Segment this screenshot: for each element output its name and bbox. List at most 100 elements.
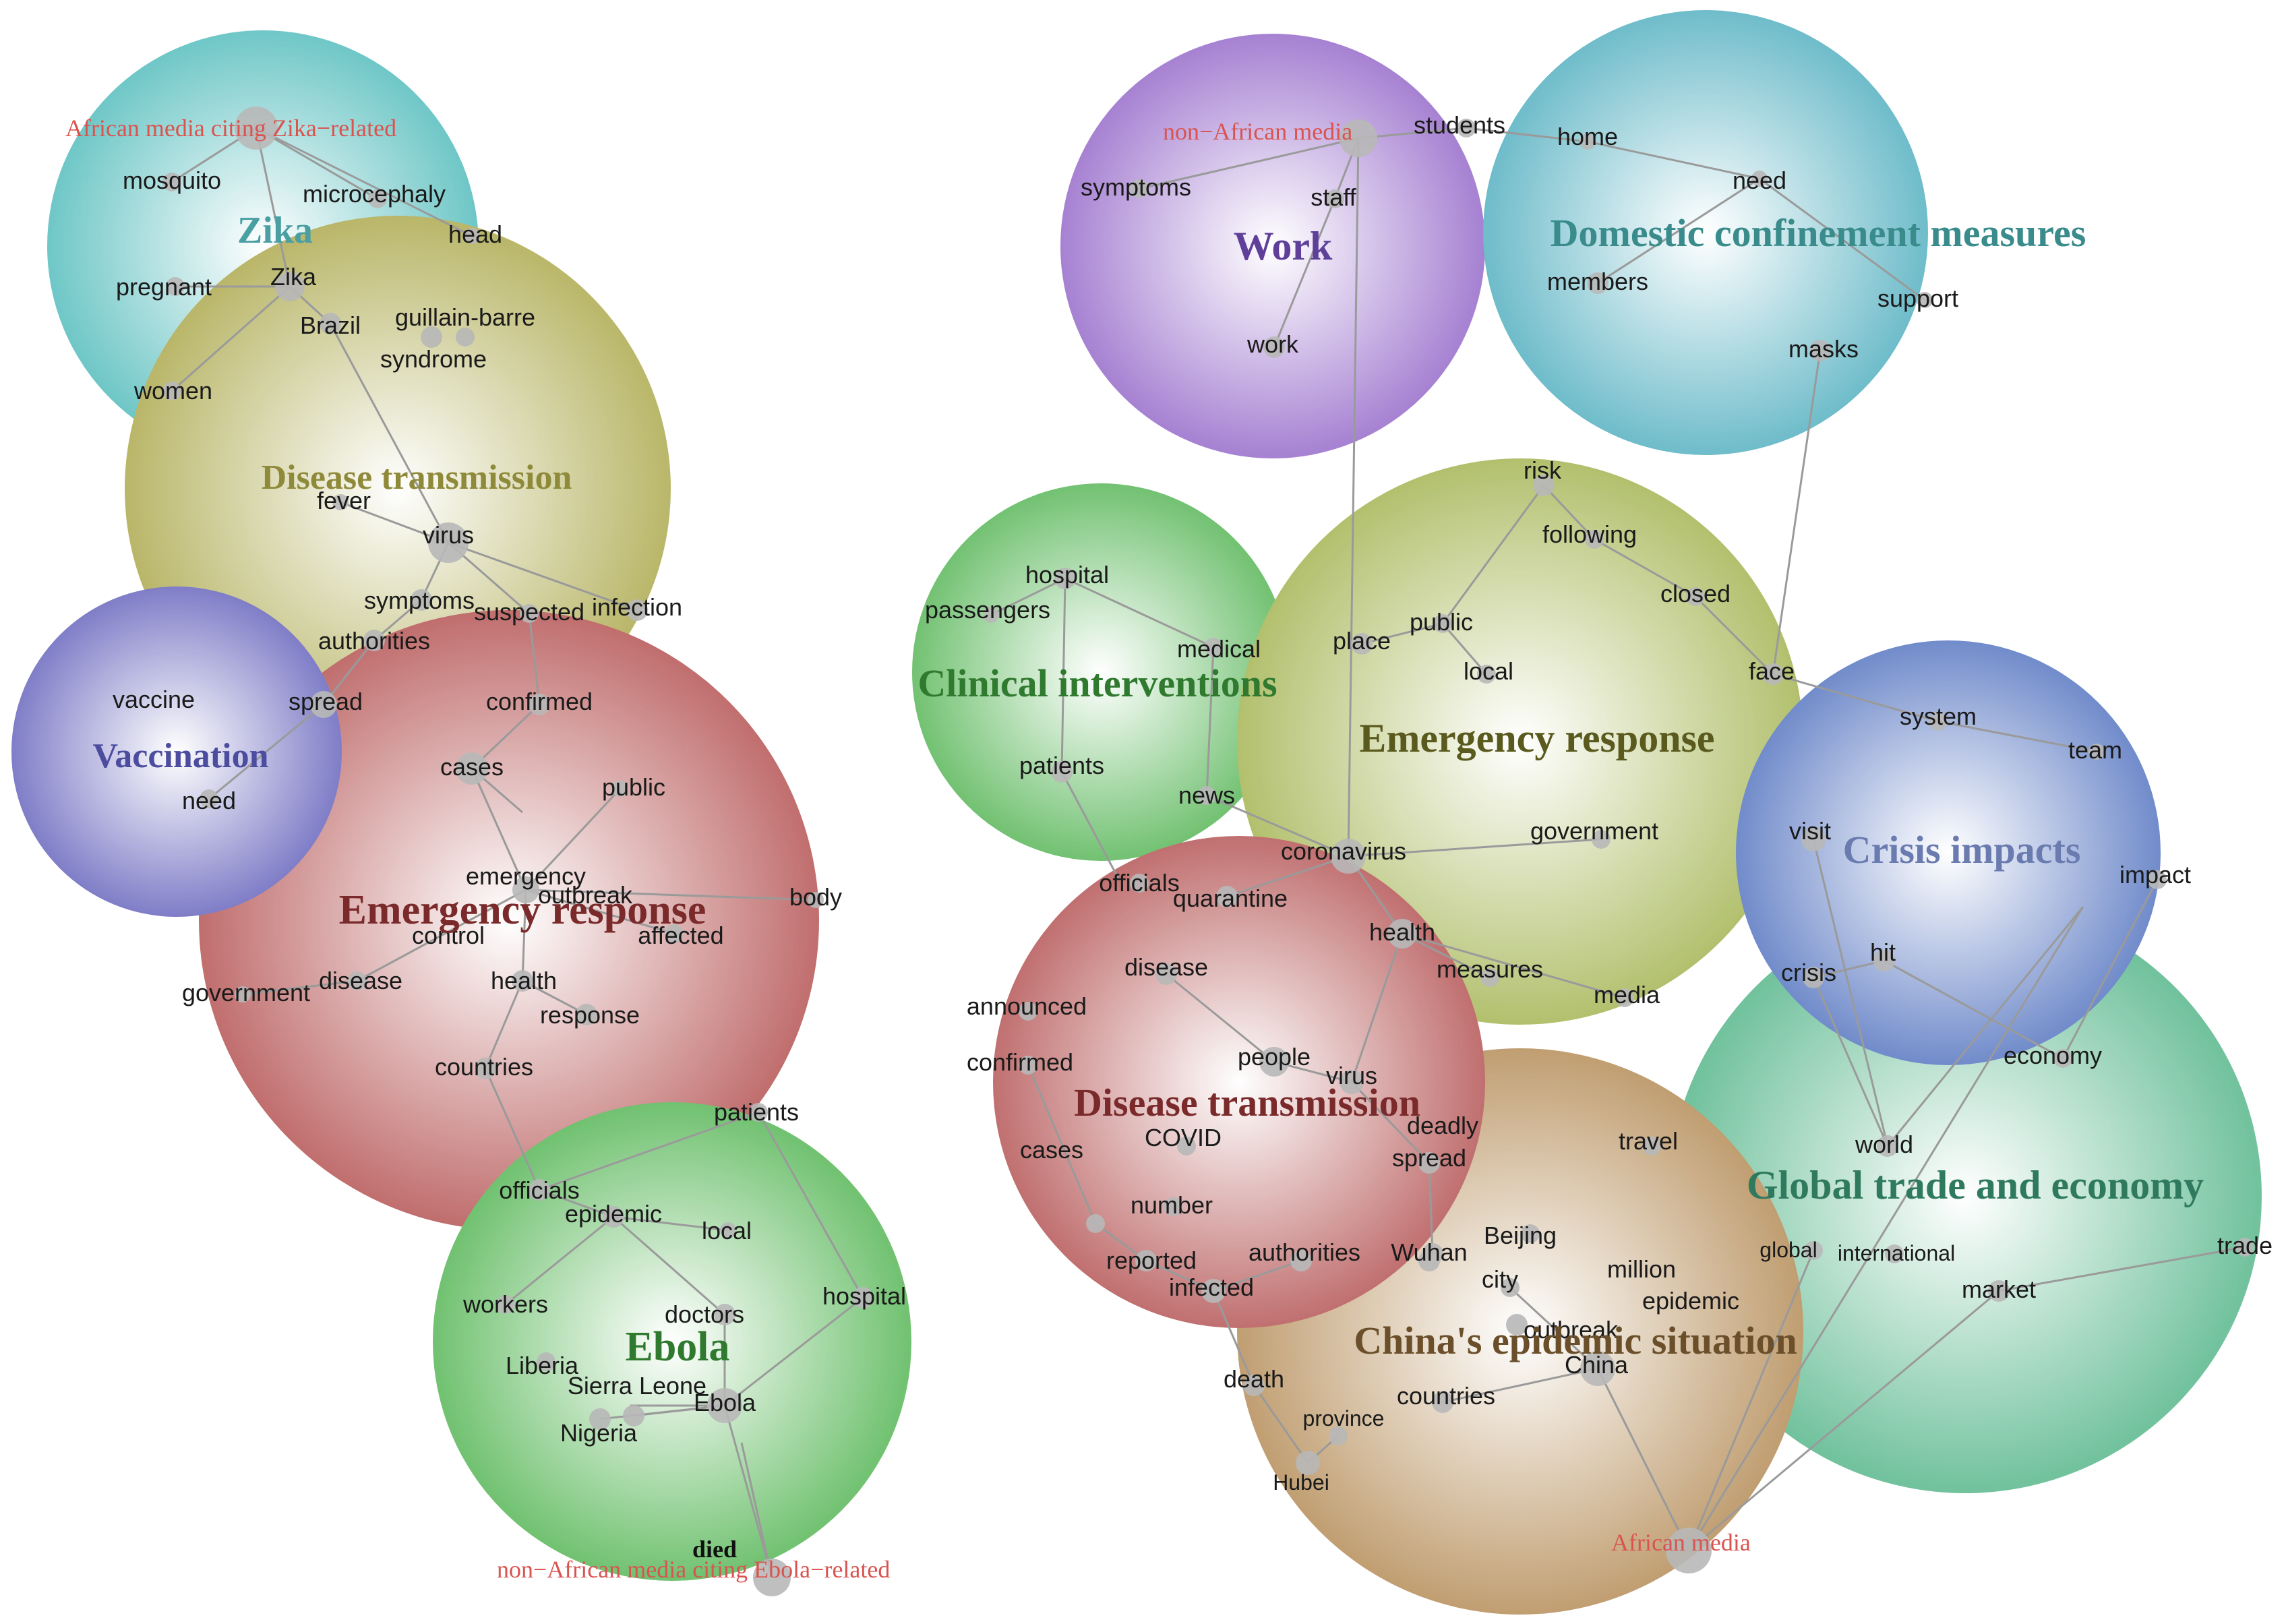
word-label: vaccine [113, 686, 195, 713]
word-label: coronavirus [1281, 837, 1406, 865]
word-label: disease [319, 967, 402, 994]
cluster-titles: Zika Disease transmission Vaccination Em… [93, 210, 2204, 1370]
word-label: confirmed [486, 688, 593, 715]
word-label: international [1838, 1241, 1955, 1265]
word-label: Liberia [506, 1352, 579, 1379]
word-label: symptoms [364, 587, 475, 614]
source-label-non-african: non−African media [1163, 118, 1352, 145]
word-labels: mosquito microcephaly head pregnant Zika… [113, 111, 2273, 1563]
word-label: guillain-barre [395, 303, 535, 331]
word-label: virus [423, 521, 474, 549]
word-label: economy [2004, 1042, 2102, 1069]
word-label: countries [435, 1053, 533, 1081]
cluster-title-ebola: Ebola [625, 1324, 729, 1370]
word-label: Brazil [300, 311, 361, 339]
word-label: announced [967, 992, 1087, 1020]
word-label: mosquito [123, 167, 221, 194]
word-label: place [1333, 627, 1391, 655]
cluster-title-global-trade: Global trade and economy [1747, 1163, 2204, 1207]
cluster-ebola-circle [433, 1102, 911, 1581]
cluster-global-trade-circle [1668, 900, 2262, 1493]
word-label: million [1607, 1255, 1676, 1283]
word-label: people [1238, 1043, 1311, 1071]
word-label: quarantine [1173, 884, 1288, 912]
word-label: officials [499, 1176, 579, 1204]
word-label: crisis [1781, 959, 1836, 986]
word-label: Beijing [1484, 1222, 1557, 1249]
word-label: microcephaly [303, 180, 446, 208]
word-label: Zika [270, 263, 317, 291]
word-label: visit [1789, 817, 1831, 845]
word-label: spread [289, 688, 363, 715]
word-label: infection [592, 593, 682, 621]
cluster-vaccination-circle [11, 587, 342, 917]
word-label: members [1547, 268, 1648, 295]
word-label: cases [440, 753, 504, 781]
word-label: local [702, 1217, 752, 1244]
word-label: fever [317, 487, 371, 514]
cluster-title-emergency-left: Emergency response [339, 887, 706, 933]
word-label: symptoms [1081, 173, 1191, 201]
word-label: emergency [466, 862, 586, 890]
cluster-disease-transmission-right-circle [993, 836, 1485, 1328]
word-label: trade [2217, 1232, 2273, 1259]
word-label: epidemic [1642, 1287, 1739, 1315]
word-label: Wuhan [1391, 1238, 1467, 1266]
cluster-title-vaccination: Vaccination [93, 737, 269, 775]
word-label: patients [714, 1098, 799, 1126]
cluster-title-domestic: Domestic confinement measures [1551, 211, 2086, 255]
word-label: public [1410, 608, 1473, 636]
word-label: hit [1870, 938, 1896, 966]
word-label: suspected [474, 598, 584, 626]
cluster-title-crisis: Crisis impacts [1843, 828, 2081, 872]
word-label: authorities [318, 627, 430, 655]
word-label: system [1900, 702, 1977, 730]
cluster-title-zika: Zika [237, 210, 313, 251]
word-label: control [412, 922, 485, 949]
word-label: global [1759, 1238, 1817, 1262]
word-label: spread [1392, 1144, 1466, 1172]
word-label: epidemic [565, 1200, 662, 1228]
word-label: countries [1397, 1382, 1495, 1410]
word-label: head [448, 220, 502, 248]
word-label: media [1594, 981, 1660, 1009]
word-label: students [1414, 111, 1505, 139]
word-label: Sierra Leone [568, 1372, 706, 1400]
word-label: reported [1106, 1246, 1197, 1274]
word-label: face [1749, 657, 1795, 685]
word-label: masks [1788, 335, 1859, 363]
word-label: China [1565, 1351, 1629, 1379]
word-label: affected [638, 922, 723, 949]
word-label: confirmed [967, 1048, 1073, 1076]
word-label: world [1855, 1131, 1913, 1158]
word-label: government [182, 979, 310, 1006]
word-label: Nigeria [560, 1419, 638, 1447]
word-label: officials [1099, 869, 1179, 897]
word-label: health [491, 967, 557, 994]
cluster-title-disease-transmission-right: Disease transmission [1074, 1081, 1420, 1124]
source-label-african-zika: African media citing Zika−related [65, 115, 396, 142]
word-label: women [133, 377, 212, 404]
word-label: disease [1124, 953, 1208, 981]
word-label: need [182, 787, 236, 814]
word-label: market [1962, 1275, 2036, 1303]
word-label: closed [1660, 580, 1731, 607]
word-label: work [1246, 330, 1299, 358]
word-label: public [602, 773, 665, 801]
word-label: risk [1524, 456, 1562, 484]
word-label: medical [1177, 635, 1261, 663]
cluster-title-disease-transmission-left: Disease transmission [262, 458, 572, 497]
word-label: infected [1169, 1273, 1254, 1301]
word-label: virus [1326, 1062, 1377, 1089]
word-label: hospital [1025, 561, 1109, 589]
word-label: support [1877, 284, 1958, 312]
word-label: doctors [665, 1300, 744, 1328]
word-label: died [692, 1536, 737, 1563]
word-label: government [1530, 817, 1658, 845]
word-label: cases [1020, 1136, 1083, 1164]
word-label: Ebola [694, 1389, 756, 1416]
word-label: pregnant [116, 273, 212, 301]
word-label: impact [2119, 861, 2191, 889]
word-label: outbreak [1524, 1316, 1619, 1344]
